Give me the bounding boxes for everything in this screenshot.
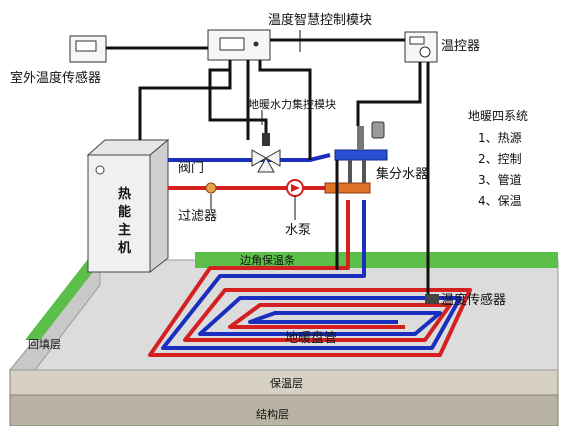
manifold-actuator-icon xyxy=(357,121,385,150)
backfill-layer-label: 回填层 xyxy=(28,337,61,351)
outdoor-sensor-label: 室外温度传感器 xyxy=(10,70,101,86)
supply-coil xyxy=(148,200,472,357)
thermostat-device xyxy=(404,31,438,63)
systems-item-2: 2、控制 xyxy=(478,152,522,166)
heat-host-label-3: 主 xyxy=(118,222,131,238)
host-indicator-icon xyxy=(95,165,105,175)
leader-lines xyxy=(210,30,301,220)
filter-label: 过滤器 xyxy=(178,209,217,224)
valve-label: 阀门 xyxy=(178,161,204,176)
heat-host-label-1: 热 xyxy=(118,186,131,202)
systems-item-4: 4、保温 xyxy=(478,194,522,208)
systems-item-3: 3、管道 xyxy=(478,172,522,187)
thermostat-knob-icon xyxy=(419,46,431,58)
return-main-pipe xyxy=(168,153,331,162)
floor-coil-label: 地暖盘管 xyxy=(285,330,337,346)
manifold-label: 集分水器 xyxy=(376,166,428,182)
structure-layer-label: 结构层 xyxy=(256,407,289,421)
heat-host-unit xyxy=(86,138,170,274)
filter-icon xyxy=(205,182,217,194)
return-coil xyxy=(161,200,462,350)
heat-host-label-2: 能 xyxy=(118,204,131,220)
edge-insulation-label: 边角保温条 xyxy=(240,253,295,267)
heat-host-label-4: 机 xyxy=(118,240,131,256)
insulation-layer-label: 保温层 xyxy=(270,376,303,390)
valve-icon xyxy=(251,133,281,173)
water-control-module-label: 地暖水力集控模块 xyxy=(248,97,336,111)
temperature-sensor-icon xyxy=(425,294,439,304)
smart-control-module-label: 温度智慧控制模块 xyxy=(268,12,372,28)
edge-insulation-strip xyxy=(195,252,558,268)
systems-item-1: 1、热源 xyxy=(478,131,522,145)
smart-control-module-device xyxy=(207,29,271,61)
temperature-sensor-label: 温度传感器 xyxy=(441,292,506,308)
pump-icon xyxy=(286,179,304,197)
pump-label: 水泵 xyxy=(285,223,311,238)
outdoor-sensor-device xyxy=(69,35,107,63)
systems-title: 地暖四系统 xyxy=(468,109,528,123)
floor-coil xyxy=(148,200,472,357)
thermostat-label: 温控器 xyxy=(441,39,480,54)
